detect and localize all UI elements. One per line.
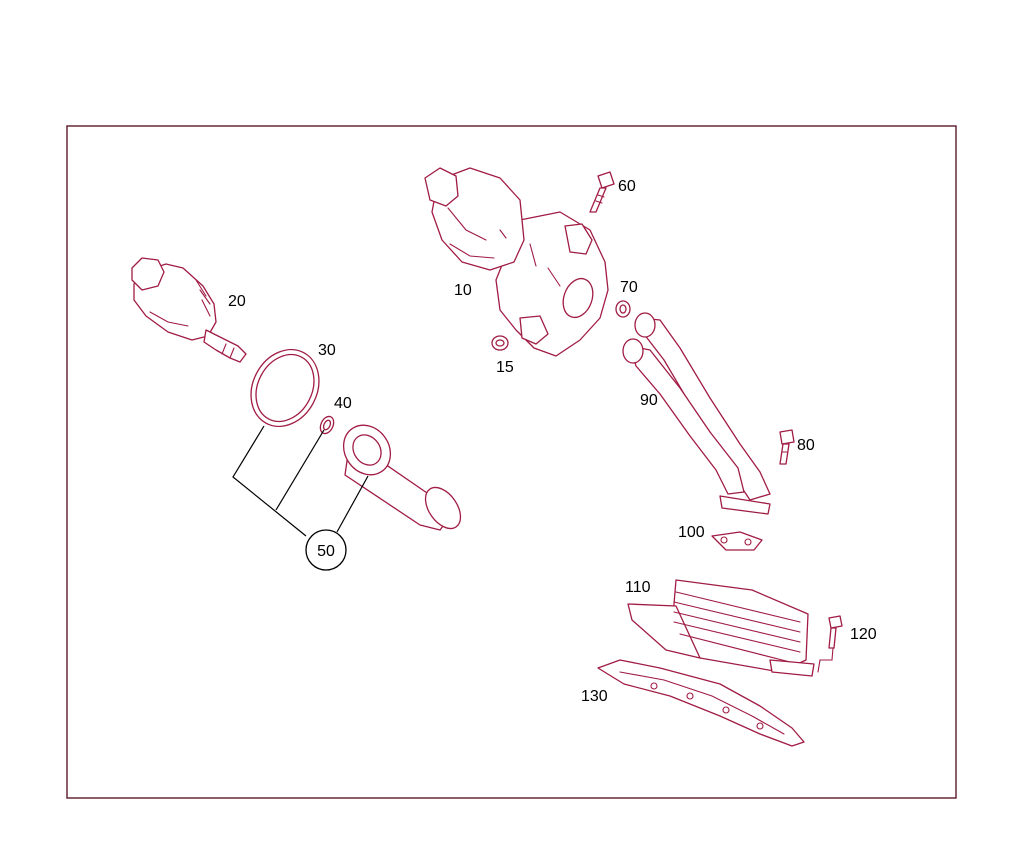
o-ring-small-part bbox=[319, 415, 335, 435]
housing-part bbox=[424, 167, 609, 357]
part-number-100: 100 bbox=[678, 524, 705, 541]
part-number-20: 20 bbox=[228, 293, 246, 310]
part-number-80: 80 bbox=[797, 437, 815, 454]
part-number-30: 30 bbox=[318, 342, 336, 359]
part-number-10: 10 bbox=[454, 282, 472, 299]
part-number-110: 110 bbox=[625, 579, 651, 596]
part-number-120: 120 bbox=[850, 626, 877, 643]
filter-kit-callout-circle bbox=[305, 529, 347, 571]
part-number-15: 15 bbox=[496, 359, 514, 376]
seal-small-part bbox=[491, 335, 509, 351]
part-number-70: 70 bbox=[620, 279, 638, 296]
o-ring-large-part bbox=[250, 348, 320, 428]
oil-cooler-part bbox=[627, 579, 815, 677]
diagram-frame bbox=[66, 125, 957, 799]
washer-ring-part bbox=[615, 300, 631, 318]
part-number-90: 90 bbox=[640, 392, 658, 409]
part-number-50: 50 bbox=[317, 543, 335, 560]
part-number-40: 40 bbox=[334, 395, 352, 412]
pipe-gasket-part bbox=[711, 531, 763, 551]
bolt-cooler-part bbox=[817, 615, 843, 673]
part-number-60: 60 bbox=[618, 178, 636, 195]
bolt-pipe-part bbox=[779, 429, 795, 465]
oil-pipe-part bbox=[622, 312, 771, 515]
part-number-130: 130 bbox=[581, 688, 608, 705]
filter-element-part bbox=[342, 424, 462, 531]
cooler-gasket-part bbox=[597, 659, 805, 747]
filter-cap-part bbox=[131, 257, 247, 363]
bolt-upper-part bbox=[589, 171, 615, 213]
filter-kit-leaders bbox=[232, 425, 369, 537]
